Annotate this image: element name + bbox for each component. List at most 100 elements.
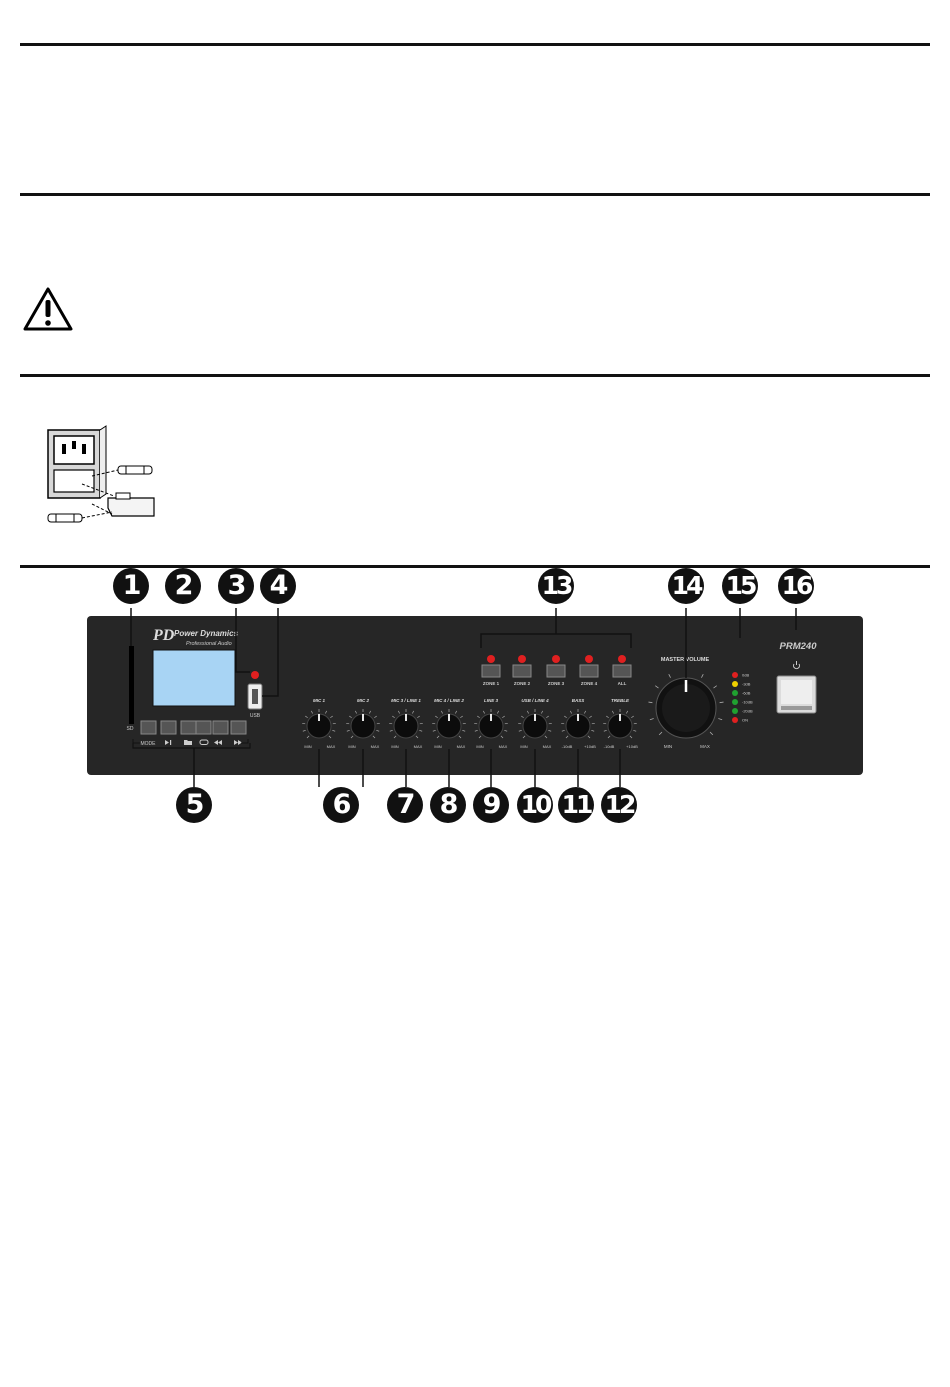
model-name: PRM240: [780, 641, 818, 652]
brand-tagline: Professional Audio: [186, 641, 232, 647]
knob-min-label: MIN: [304, 744, 311, 749]
knob-label: LINE 3: [484, 698, 499, 703]
callout-11: 11: [558, 787, 594, 823]
meter-led: [732, 672, 738, 678]
next-track-icon: [234, 740, 242, 745]
knob-label: MIC 3 / LINE 1: [391, 698, 421, 703]
callout-8: 8: [430, 787, 466, 823]
master-volume: MASTER VOLUME MIN MAX: [648, 657, 724, 749]
knob-label: MIC 4 / LINE 2: [434, 698, 464, 703]
zone-led: [518, 655, 526, 663]
knob-label: TREBLE: [611, 698, 630, 703]
meter-label: -20dB: [742, 709, 753, 714]
level-meter: 0dB -3dB -6dB -10dB -20dB ON: [732, 672, 753, 723]
knob-label: USB / LINE 4: [521, 698, 549, 703]
knob-min-label: -10dB: [562, 744, 573, 749]
repeat-button[interactable]: [195, 720, 212, 735]
zone-button[interactable]: [512, 664, 532, 678]
master-min-label: MIN: [664, 744, 672, 749]
warning-icon: [23, 287, 73, 331]
knob-max-label: MAX: [327, 744, 336, 749]
zone-led: [487, 655, 495, 663]
section-rule: [20, 43, 930, 46]
knob-label: BASS: [572, 698, 585, 703]
play-pause-button[interactable]: [160, 720, 177, 735]
usb-label: USB: [250, 713, 261, 719]
knob-min-label: MIN: [434, 744, 441, 749]
mode-button[interactable]: [140, 720, 157, 735]
front-panel: [87, 616, 863, 775]
knob-label: MIC 2: [357, 698, 369, 703]
knob-min-label: MIN: [391, 744, 398, 749]
meter-led: [732, 717, 738, 723]
zone-label: ZONE 1: [483, 681, 500, 686]
previous-track-button[interactable]: [212, 720, 229, 735]
callout-14: 14: [668, 568, 704, 604]
callout-16: 16: [778, 568, 814, 604]
meter-label: -6dB: [742, 691, 751, 696]
knob-label: MIC 1: [313, 698, 325, 703]
callout-3: 3: [218, 568, 254, 604]
fuse-illustration: [47, 425, 155, 523]
callout-2: 2: [165, 568, 201, 604]
ir-sensor-led: [251, 671, 259, 679]
sd-card-slot: [129, 646, 134, 724]
brand-logo-mark: PD: [152, 627, 175, 644]
callout-9: 9: [473, 787, 509, 823]
callout-10: 10: [517, 787, 553, 823]
zone-label: ZONE 3: [548, 681, 565, 686]
repeat-icon: [199, 739, 209, 745]
zone-led: [585, 655, 593, 663]
zone-button[interactable]: [481, 664, 501, 678]
power-icon: [793, 661, 800, 670]
callout-5: 5: [176, 787, 212, 823]
knob-max-label: +10dB: [626, 744, 638, 749]
lcd-display: [152, 649, 236, 707]
folder-icon: [184, 740, 192, 745]
knob-max-label: MAX: [371, 744, 380, 749]
callout-13: 13: [538, 568, 574, 604]
callout-1: 1: [113, 568, 149, 604]
transport-buttons: MODE: [140, 720, 247, 747]
meter-led: [732, 699, 738, 705]
previous-track-icon: [214, 740, 222, 745]
section-rule: [20, 193, 930, 196]
master-max-label: MAX: [700, 744, 710, 749]
knob-min-label: MIN: [476, 744, 483, 749]
knob-min-label: MIN: [348, 744, 355, 749]
knob-max-label: MAX: [457, 744, 466, 749]
meter-label: -10dB: [742, 700, 753, 705]
callout-12: 12: [601, 787, 637, 823]
zone-led: [552, 655, 560, 663]
meter-label: 0dB: [742, 673, 749, 678]
folder-button[interactable]: [180, 720, 197, 735]
zone-button[interactable]: [546, 664, 566, 678]
front-panel-diagram: SD PD Power Dynamics Professional Audio …: [87, 608, 863, 787]
mode-label: MODE: [141, 741, 157, 747]
knob-min-label: MIN: [520, 744, 527, 749]
zone-label: ALL: [618, 681, 627, 686]
callout-6: 6: [323, 787, 359, 823]
callout-7: 7: [387, 787, 423, 823]
knob-min-label: -10dB: [604, 744, 615, 749]
zone-button[interactable]: [579, 664, 599, 678]
meter-label: -3dB: [742, 682, 751, 687]
zone-led: [618, 655, 626, 663]
zone-label: ZONE 2: [514, 681, 531, 686]
next-track-button[interactable]: [230, 720, 247, 735]
knob-max-label: MAX: [499, 744, 508, 749]
sd-label: SD: [127, 726, 134, 732]
zone-button[interactable]: [612, 664, 632, 678]
callout-4: 4: [260, 568, 296, 604]
meter-label: ON: [742, 718, 748, 723]
meter-led: [732, 681, 738, 687]
meter-led: [732, 690, 738, 696]
meter-led: [732, 708, 738, 714]
section-rule: [20, 374, 930, 377]
channel-knobs: MIC 1 MIN MAX MIC 2 MIN MAX MIC 3 / LINE 1 MIN M…: [302, 698, 638, 749]
brand-name: Power Dynamics: [174, 629, 239, 638]
section-rule: [20, 565, 930, 568]
knob-max-label: MAX: [414, 744, 423, 749]
master-volume-label: MASTER VOLUME: [661, 657, 710, 663]
